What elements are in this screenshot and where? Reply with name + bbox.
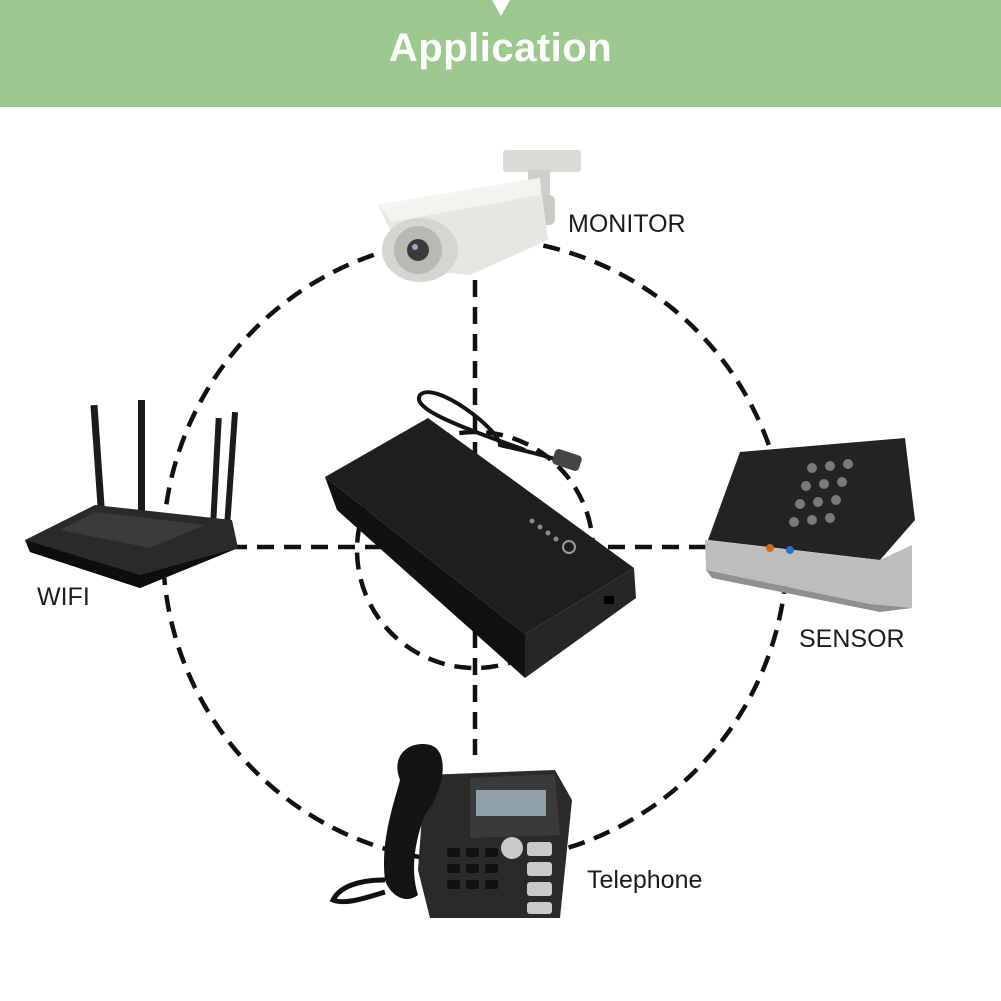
security-camera-icon bbox=[378, 150, 581, 282]
monitor-label: MONITOR bbox=[568, 210, 686, 238]
wifi-router-icon bbox=[25, 400, 239, 588]
power-bank-icon bbox=[325, 390, 636, 678]
desk-phone-icon bbox=[329, 744, 572, 918]
page-title: Application bbox=[388, 26, 613, 70]
banner-notch bbox=[492, 0, 510, 16]
header-banner: Application bbox=[0, 0, 1001, 107]
telephone-label: Telephone bbox=[587, 866, 703, 894]
keypad-sensor-icon bbox=[705, 438, 915, 612]
sensor-label: SENSOR bbox=[799, 625, 905, 653]
wifi-label: WIFI bbox=[37, 583, 90, 611]
